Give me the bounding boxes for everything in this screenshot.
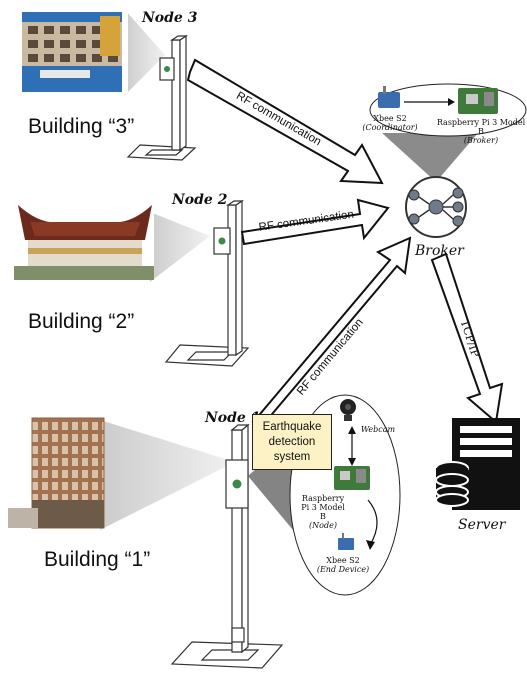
broker-xbee-title: Xbee S2 [373,114,407,123]
node-2-label: Node 2 [172,192,228,208]
earthquake-detection-system-box: Earthquake detection system [252,414,332,470]
broker-detail [369,83,527,182]
rf-arrow-node-2 [240,198,390,246]
node-3-label: Node 3 [142,10,198,26]
rf-arrow-node-1 [253,236,412,428]
broker-icon [405,176,467,238]
raspberry-pi-icon [334,466,370,490]
node-xbee-role: (End Device) [316,565,370,574]
broker-label: Broker [415,243,464,259]
node-rpi-role: (Node) [309,521,337,530]
node-1-label: Node 1 [205,410,261,426]
node-1-pole [170,423,284,669]
node-rpi-title: Raspberry Pi 3 Model B [301,494,345,521]
building-1-label: Building “1” [44,548,151,571]
building-3-label: Building “3” [28,115,135,138]
broker-rpi-role: (Broker) [463,136,499,145]
broker-xbee-role: (Coordinator) [362,123,418,132]
broker-rpi-label: Raspberry Pi 3 Model B (Broker) [436,118,526,145]
server-icon [435,418,520,510]
server-label: Server [458,517,506,533]
node-3-pole [126,34,197,161]
xbee-end-device-icon [338,533,354,550]
node-xbee-label: Xbee S2 (End Device) [316,556,370,574]
node-rpi-label: Raspberry Pi 3 Model B (Node) [300,494,346,530]
tcp-arrow [430,252,504,424]
node-xbee-title: Xbee S2 [326,556,360,565]
building-3-image [18,8,165,95]
webcam-label: Webcam [360,425,396,434]
rf-arrow-node-3 [186,58,384,185]
broker-rpi-title: Raspberry Pi 3 Model B [436,118,526,136]
building-2-image [14,200,210,282]
broker-xbee-label: Xbee S2 (Coordinator) [360,114,420,132]
node-2-pole [164,199,250,367]
building-1-image [8,417,235,530]
webcam-icon [340,399,356,421]
building-2-label: Building “2” [28,310,135,333]
